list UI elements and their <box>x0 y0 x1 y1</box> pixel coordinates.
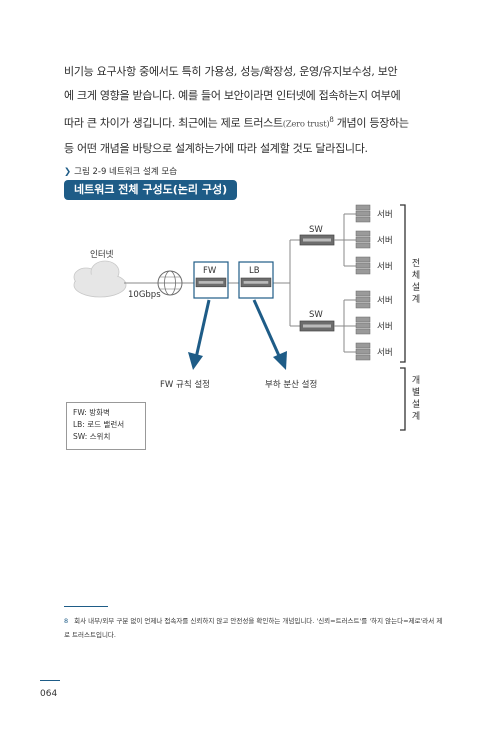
lb-device-icon <box>240 277 272 288</box>
server-icon-4 <box>355 290 371 309</box>
figure-caption-text: 그림 2-9 네트워크 설계 모습 <box>74 167 178 177</box>
chevron-down-icon: ❯ <box>64 167 72 177</box>
server-icon-3 <box>355 256 371 275</box>
legend-box: FW: 방화벽 LB: 로드 밸런서 SW: 스위치 <box>66 402 146 450</box>
sw-label-bottom: SW <box>309 310 323 320</box>
fw-setting-label: FW 규칙 설정 <box>160 380 210 390</box>
sw-label-top: SW <box>309 225 323 235</box>
page-number: 064 <box>40 689 58 699</box>
footnote-ref[interactable]: 8 <box>329 116 334 124</box>
para-line-3-text: 따라 큰 차이가 생깁니다. 최근에는 제로 트러스트 <box>64 116 283 130</box>
server-label-5: 서버 <box>377 322 393 332</box>
zero-trust-english: (Zero trust) <box>282 119 330 130</box>
internet-cloud-icon <box>73 260 127 298</box>
overall-design-label: 전체 설계 <box>411 259 421 305</box>
server-icon-2 <box>355 230 371 249</box>
server-label-2: 서버 <box>377 236 393 246</box>
server-label-1: 서버 <box>377 210 393 220</box>
lb-setting-arrow <box>252 299 287 370</box>
server-icon-1 <box>355 204 371 223</box>
footnote-number: 8 <box>64 617 69 625</box>
server-label-6: 서버 <box>377 348 393 358</box>
fw-setting-arrow <box>188 299 211 370</box>
lb-label: LB <box>249 266 260 276</box>
para-line-4: 등 어떤 개념을 바탕으로 설계하는가에 따라 설계할 것도 달라집니다. <box>64 141 368 155</box>
para-line-2: 에 크게 영향을 받습니다. 예를 들어 보안이라면 인터넷에 접속하는지 여부… <box>64 89 401 102</box>
server-label-4: 서버 <box>377 296 393 306</box>
legend-item-fw: FW: 방화벽 <box>73 408 110 417</box>
body-paragraph: 비기능 요구사항 중에서도 특히 가용성, 성능/확장성, 운영/유지보수성, … <box>64 60 439 161</box>
detail-design-label: 개별 설계 <box>411 376 421 422</box>
switch-icon-top <box>299 234 335 246</box>
para-line-3-rest: 개념이 등장하는 <box>333 116 409 130</box>
fw-device-icon <box>195 277 227 288</box>
fw-label: FW <box>203 266 217 276</box>
switch-icon-bottom <box>299 320 335 332</box>
page-number-rule <box>40 680 60 681</box>
diagram-title: 네트워크 전체 구성도(논리 구성) <box>64 180 238 200</box>
para-line-3: 따라 큰 차이가 생깁니다. 최근에는 제로 트러스트(Zero trust)8… <box>64 108 439 137</box>
server-icon-6 <box>355 342 371 361</box>
footnote-divider <box>64 606 108 607</box>
figure-caption: ❯그림 2-9 네트워크 설계 모습 <box>64 165 177 177</box>
detail-design-bracket <box>400 367 406 431</box>
lb-setting-label: 부하 분산 설정 <box>265 380 318 390</box>
legend-item-lb: LB: 로드 밸런서 <box>73 420 125 429</box>
server-icon-5 <box>355 316 371 335</box>
legend-item-sw: SW: 스위치 <box>73 432 111 441</box>
globe-icon <box>157 270 183 296</box>
internet-label: 인터넷 <box>90 250 114 260</box>
overall-design-bracket <box>400 204 406 363</box>
footnote-text: 회사 내부/외부 구분 없이 언제나 접속자를 신뢰하지 않고 안전성을 확인하… <box>64 617 443 639</box>
server-label-3: 서버 <box>377 262 393 272</box>
para-line-1: 비기능 요구사항 중에서도 특히 가용성, 성능/확장성, 운영/유지보수성, … <box>64 65 398 78</box>
bandwidth-label: 10Gbps <box>128 290 161 300</box>
